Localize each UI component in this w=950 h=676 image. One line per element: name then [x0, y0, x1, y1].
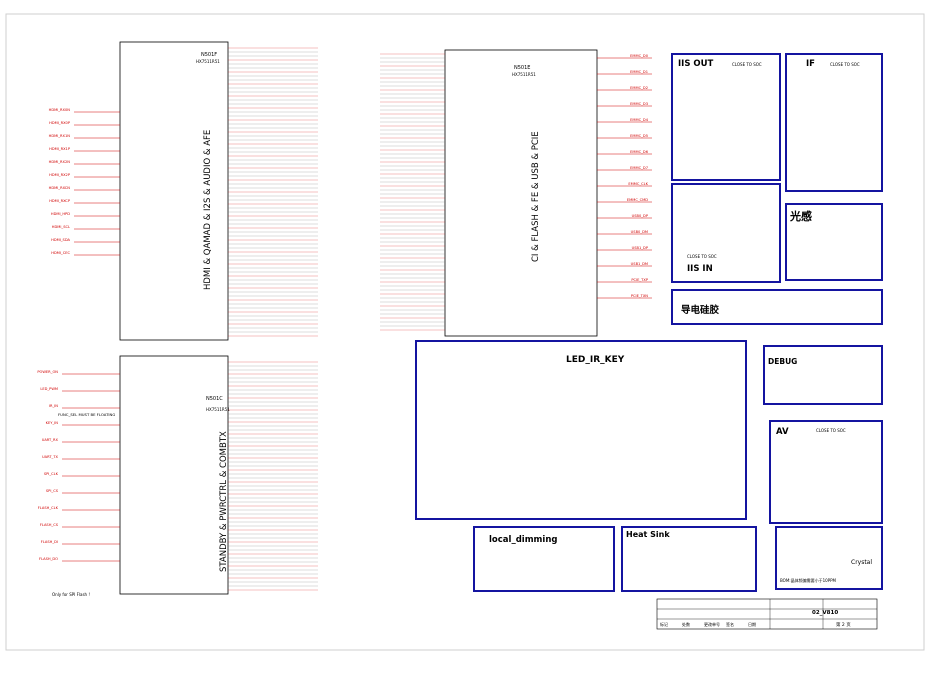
net-label: EMMC_CLK: [628, 182, 648, 186]
net-label: HDMI_SDA: [51, 238, 70, 242]
led-ir-key-title: LED_IR_KEY: [566, 355, 625, 365]
sheet-frame: [5, 13, 925, 651]
net-label: EMMC_D5: [630, 134, 648, 138]
local-dimming-title: local_dimming: [489, 535, 557, 545]
net-label: FLASH_DI: [41, 540, 58, 544]
chip-n501f-part: HX7511R51: [196, 59, 220, 64]
net-label: HDMI_SCL: [52, 225, 70, 229]
title-headers: 标记 处数 更改单号签名 日期: [660, 621, 756, 627]
conductive-silicone-title: 导电硅胶: [681, 304, 720, 316]
heat-sink-title: Heat Sink: [626, 530, 670, 539]
net-label: EMMC_D1: [630, 70, 648, 74]
av-title: AV: [776, 427, 789, 437]
func-sel-note: FUNC_SEL MUST BE FLOATING: [58, 412, 115, 417]
net-label: EMMC_D4: [630, 118, 649, 122]
net-label: HDMI_HPD: [51, 212, 70, 216]
block-heat-sink: Heat Sink: [621, 526, 757, 592]
net-label: EMMC_D6: [630, 150, 649, 154]
block-light-sensor: 光感: [785, 203, 883, 281]
net-label: PCIE_TXP: [631, 278, 648, 282]
block-crystal: Crystal BOM:晶体频偏需要小于10PPM: [775, 526, 883, 590]
net-label: FLASH_CLK: [38, 506, 59, 510]
if-title: IF: [806, 59, 815, 69]
net-label: IR_IN: [49, 404, 58, 408]
net-label: PCIE_TXN: [631, 294, 648, 298]
block-iis-out: IIS OUT CLOSE TO SOC: [671, 53, 781, 181]
title-header: 日期: [748, 621, 756, 627]
title-header: 更改单号: [704, 621, 720, 627]
net-label: UART_RX: [42, 438, 59, 442]
net-label: EMMC_D3: [630, 102, 648, 106]
iis-out-note: CLOSE TO SOC: [732, 62, 762, 67]
if-note: CLOSE TO SOC: [830, 62, 860, 67]
net-label: USB1_DM: [631, 262, 648, 266]
block-av: AV CLOSE TO SOC: [769, 420, 883, 524]
iis-in-title: IIS IN: [687, 264, 713, 274]
net-label: USB0_DM: [631, 230, 648, 234]
title-header: 标记: [660, 621, 668, 627]
chip-n501e-ref: N501E: [514, 65, 530, 71]
title-doc-no: 02_V810: [812, 610, 838, 616]
standby-section-title: STANDBY & PWRCTRL & COMBTX: [219, 431, 229, 572]
crystal-note: BOM:晶体频偏需要小于10PPM: [780, 577, 837, 583]
title-header: 签名: [726, 621, 734, 627]
av-note: CLOSE TO SOC: [816, 428, 846, 433]
chip-n501f-ref: N501F: [201, 52, 217, 58]
net-label: POWER_ON: [37, 370, 58, 374]
title-sheet: 第 2 页: [836, 621, 851, 628]
net-label: HDMI_RX1N: [49, 134, 71, 138]
net-label: HDMI_CEC: [51, 251, 70, 255]
net-label: USB1_DP: [632, 246, 649, 250]
net-label: EMMC_D0: [630, 54, 649, 58]
chip-n501e: N501E HX7511R51 CI & FLASH & FE & USB & …: [444, 49, 598, 337]
debug-title: DEBUG: [768, 357, 797, 366]
iis-in-note: CLOSE TO SOC: [687, 254, 717, 259]
spi-flash-note: Only for SPI Flash !: [52, 592, 90, 597]
block-local-dimming: local_dimming: [473, 526, 615, 592]
chip-n501c-ref: N501C: [206, 396, 223, 402]
net-label: USB0_DP: [632, 214, 649, 218]
net-label: EMMC_D2: [630, 86, 648, 90]
light-sensor-title: 光感: [789, 209, 812, 223]
block-if: IF CLOSE TO SOC: [785, 53, 883, 192]
block-conductive-silicone: 导电硅胶: [671, 289, 883, 325]
net-label: HDMI_RXCP: [49, 199, 71, 203]
net-label: HDMI_RX2P: [49, 173, 71, 177]
chip-n501f: N501F HX7511R51 HDMI & QAMAD & I2S & AUD…: [119, 41, 229, 341]
chip-n501e-part: HX7511R51: [512, 72, 536, 77]
ci-section-title: CI & FLASH & FE & USB & PCIE: [531, 131, 541, 262]
net-label: HDMI_RX2N: [49, 160, 71, 164]
pin-layer: HDMI_RX0N HDMI_RX0P HDMI_RX1N HDMI_RX1P HDMI…: [37, 47, 652, 591]
net-label: HDMI_RX0P: [49, 121, 71, 125]
net-label: UART_TX: [42, 455, 59, 459]
chip-n501c-part: HX7511R51: [206, 407, 230, 412]
net-label: EMMC_CMD: [627, 198, 648, 202]
net-label: HDMI_RXCN: [49, 186, 71, 190]
title-block: 02_V810 第 2 页 标记 处数 更改单号签名 日期: [656, 598, 878, 630]
crystal-title: Crystal: [851, 559, 872, 566]
block-led-ir-key: LED_IR_KEY: [415, 340, 747, 520]
net-label: FLASH_DO: [39, 557, 58, 561]
net-label: HDMI_RX1P: [49, 147, 71, 151]
net-label: LED_PWM: [40, 387, 58, 391]
net-label: HDMI_RX0N: [49, 108, 71, 112]
block-iis-in: CLOSE TO SOC IIS IN: [671, 183, 781, 283]
title-header: 处数: [682, 621, 690, 627]
net-label: KEY_IN: [46, 421, 59, 425]
net-label: FLASH_CS: [40, 523, 59, 527]
net-label: EMMC_D7: [630, 166, 648, 170]
iis-out-title: IIS OUT: [678, 59, 714, 69]
block-debug: DEBUG: [763, 345, 883, 405]
net-label: SPI_CS: [46, 489, 59, 493]
hdmi-section-title: HDMI & QAMAD & I2S & AUDIO & AFE: [203, 130, 213, 290]
chip-n501c: N501C HX7511R51 STANDBY & PWRCTRL & COMB…: [119, 355, 230, 595]
net-label: SPI_CLK: [44, 472, 59, 476]
